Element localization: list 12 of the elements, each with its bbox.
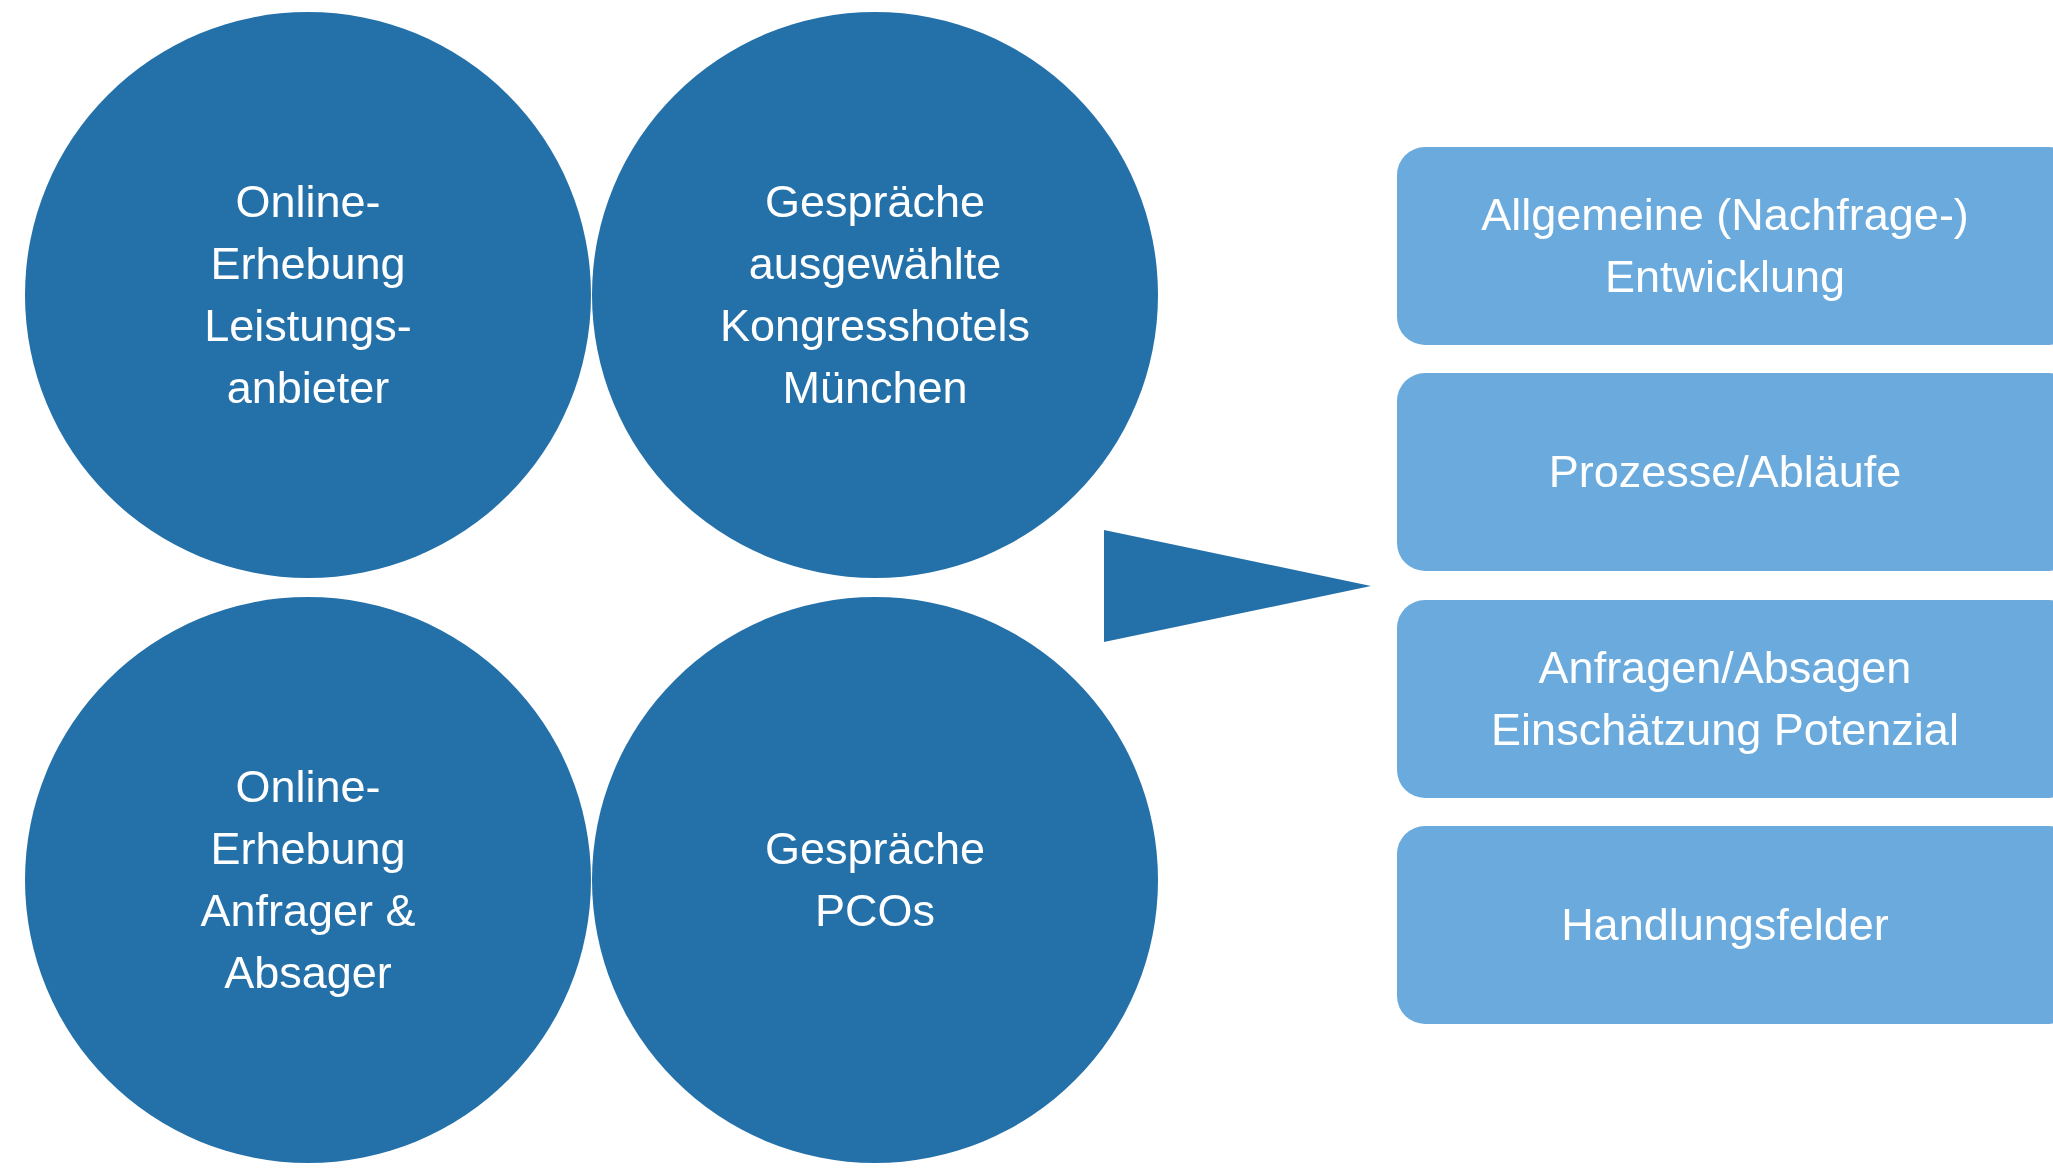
node-label: Online-Erhebung Anfrager & Absager: [199, 760, 417, 1000]
node-label: Anfragen/Absagen Einschätzung Potenzial: [1490, 641, 1960, 757]
topic-box: [1397, 600, 2053, 798]
node-label: Gespräche PCOs: [763, 822, 987, 938]
node-label: Handlungsfelder: [1561, 898, 1889, 952]
topic-box: [1397, 147, 2053, 345]
node-label: Gespräche ausgewählte Kongresshotels München: [718, 175, 1032, 415]
topic-box: [1397, 826, 2053, 1024]
topic-box: [1397, 373, 2053, 571]
node-label: Prozesse/Abläufe: [1548, 445, 1902, 499]
node-label: Online-Erhebung Leistungs-anbieter: [203, 175, 413, 415]
node-label: Allgemeine (Nachfrage-) Entwicklung: [1480, 188, 1970, 304]
